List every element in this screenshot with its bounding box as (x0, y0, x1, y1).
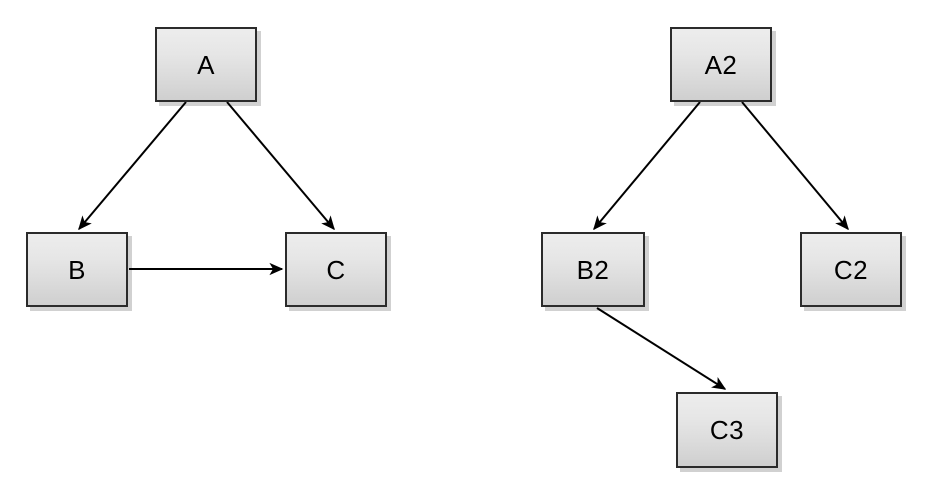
node-label-c: C (326, 254, 346, 285)
node-label-b: B (68, 254, 86, 285)
edge-a-to-c (226, 101, 335, 231)
node-label-a2: A2 (704, 49, 738, 80)
node-label-c3: C3 (709, 415, 745, 445)
node-b2[interactable]: B2 (541, 232, 645, 307)
node-b[interactable]: B (26, 232, 128, 307)
node-c[interactable]: C (285, 232, 387, 307)
node-c2[interactable]: C2 (800, 232, 902, 307)
node-label-c2: C2 (833, 254, 869, 285)
edge-paths (78, 101, 849, 390)
node-label-b2: B2 (576, 254, 610, 285)
edge-b2-to-c3 (596, 307, 727, 390)
node-a2[interactable]: A2 (670, 27, 772, 102)
node-label-a: A (197, 49, 215, 80)
node-c3[interactable]: C3 (676, 392, 778, 468)
edge-a2-to-b2 (593, 101, 701, 231)
edge-a2-to-c2 (741, 101, 849, 231)
node-a[interactable]: A (155, 27, 257, 102)
edge-a-to-b (78, 101, 187, 231)
